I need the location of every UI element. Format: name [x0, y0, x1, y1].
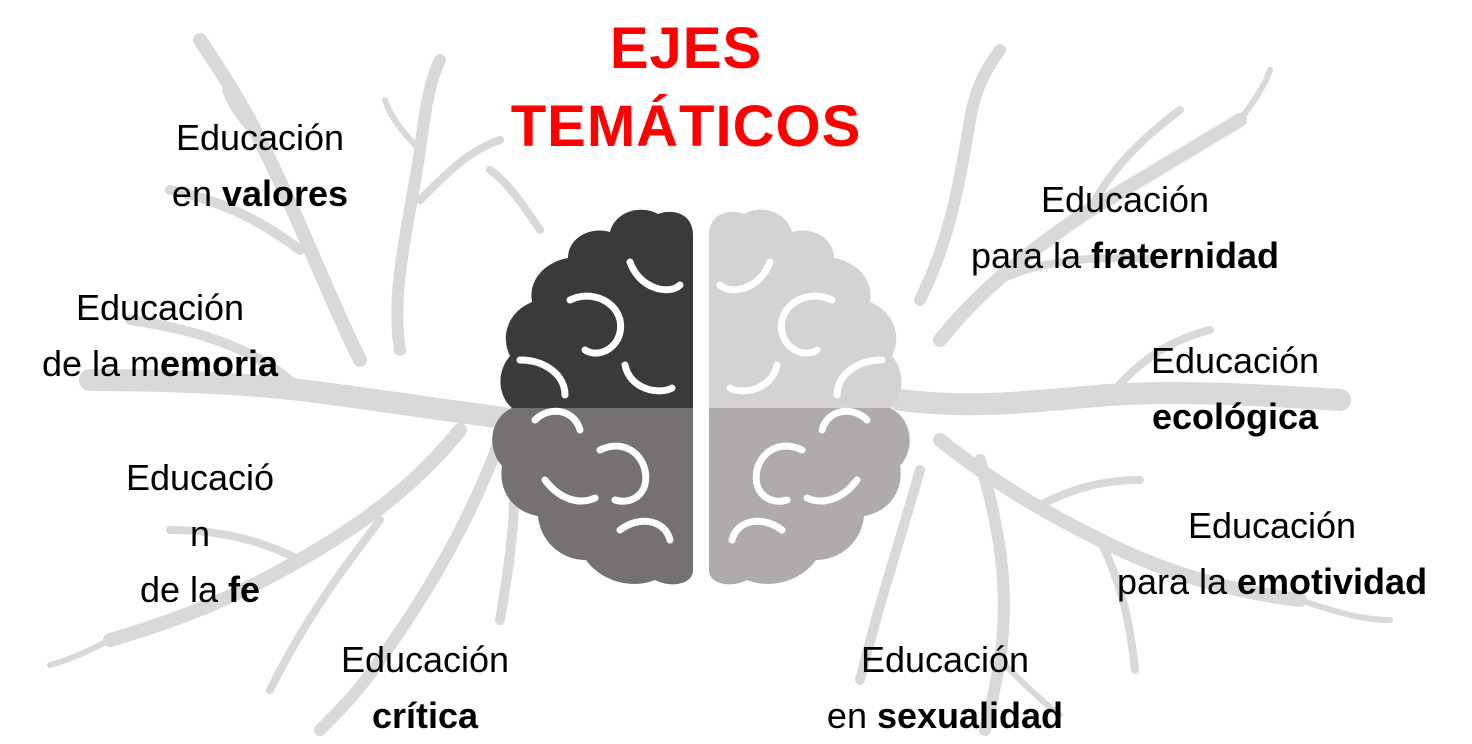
axis-label-line1: Educación — [1150, 340, 1320, 381]
page-title: EJES TEMÁTICOS — [476, 10, 896, 166]
axis-label-bold: fraternidad — [1091, 235, 1280, 276]
axis-label-bold: ecológica — [1151, 396, 1319, 437]
branch-left-upper-c — [165, 185, 305, 255]
axis-label-line1: Educació — [125, 457, 275, 498]
title-line-1: EJES — [609, 16, 763, 81]
axis-label-fe: Educació n de la fe — [100, 450, 300, 618]
branch-right-lower-d — [1096, 536, 1139, 674]
branch-left-upper-b — [391, 54, 446, 356]
branch-right-twig3 — [1297, 597, 1393, 623]
axis-label-memoria: Educación de la memoria — [10, 280, 310, 392]
branch-left-twig1 — [222, 87, 263, 143]
branch-left-mid — [125, 315, 305, 395]
axis-label-emotividad: Educación para la emotividad — [1082, 498, 1462, 610]
brain-left-top-lobe — [500, 209, 693, 408]
brain-right-top-lobe — [709, 209, 902, 408]
axis-label-line1: Educación — [175, 117, 345, 158]
branch-right-upper-b — [914, 44, 1006, 306]
branch-left-twig2 — [382, 97, 423, 153]
branch-left-lower-d — [166, 526, 304, 564]
axis-label-line2: en sexualidad — [795, 688, 1095, 744]
branch-right-lower-e — [1036, 476, 1144, 509]
axis-label-sexualidad: Educación en sexualidad — [795, 632, 1095, 744]
axis-label-plain: de la m — [41, 343, 160, 384]
axis-label-bold: crítica — [371, 695, 479, 736]
axis-label-line2: de la fe — [100, 562, 300, 618]
axis-label-plain: en — [171, 173, 222, 214]
branch-left-twig3 — [486, 166, 544, 234]
axis-label-bold: valores — [221, 173, 349, 214]
branch-right-twig2 — [997, 657, 1063, 718]
axis-label-ecologica: Educación ecológica — [1120, 333, 1350, 445]
axis-label-bold: sexualidad — [876, 695, 1064, 736]
tree-branches — [47, 33, 1393, 736]
axis-label-line1: Educación — [860, 639, 1030, 680]
branch-right-lower-c — [855, 465, 925, 685]
axis-label-plain: para la — [970, 235, 1092, 276]
branch-left-twig4 — [47, 637, 113, 668]
axis-label-line2: crítica — [315, 688, 535, 744]
axis-label-critica: Educación crítica — [315, 632, 535, 744]
brain-illustration — [492, 209, 910, 585]
axis-label-line1: Educación — [1040, 179, 1210, 220]
branch-right-twig1 — [1237, 67, 1273, 123]
axis-label-bold: emoria — [160, 343, 279, 384]
axis-label-line2: ecológica — [1120, 389, 1350, 445]
axis-label-line2: para la fraternidad — [930, 228, 1320, 284]
branch-left-lower-b — [314, 434, 506, 736]
branch-left-upper-d — [416, 136, 504, 204]
axis-label-line1: Educación — [1187, 505, 1357, 546]
branch-right-upper-d — [996, 254, 1164, 284]
axis-label-bold: fe — [228, 569, 261, 610]
branch-right-upper-c — [1086, 106, 1184, 214]
branch-left-upper — [193, 33, 367, 367]
branch-right-mid — [1106, 326, 1214, 399]
axis-label-plain: para la — [1116, 561, 1238, 602]
axis-label-bold: emotividad — [1237, 561, 1428, 602]
axis-label-line1b: n — [189, 513, 211, 554]
axis-label-line1: Educación — [75, 287, 245, 328]
axis-label-valores: Educación en valores — [150, 110, 370, 222]
axis-label-line2: para la emotividad — [1082, 554, 1462, 610]
axis-label-line2: en valores — [150, 166, 370, 222]
axis-label-plain: de la — [139, 569, 229, 610]
axis-label-fraternidad: Educación para la fraternidad — [930, 172, 1320, 284]
axis-label-line1: Educación — [340, 639, 510, 680]
title-line-2: TEMÁTICOS — [510, 94, 862, 159]
axis-label-plain: en — [826, 695, 877, 736]
brain-gyri-lines — [516, 258, 886, 544]
branch-right-lower-b — [974, 454, 1010, 736]
branch-left-lower-c — [266, 516, 384, 694]
axis-label-line2: de la memoria — [10, 336, 310, 392]
